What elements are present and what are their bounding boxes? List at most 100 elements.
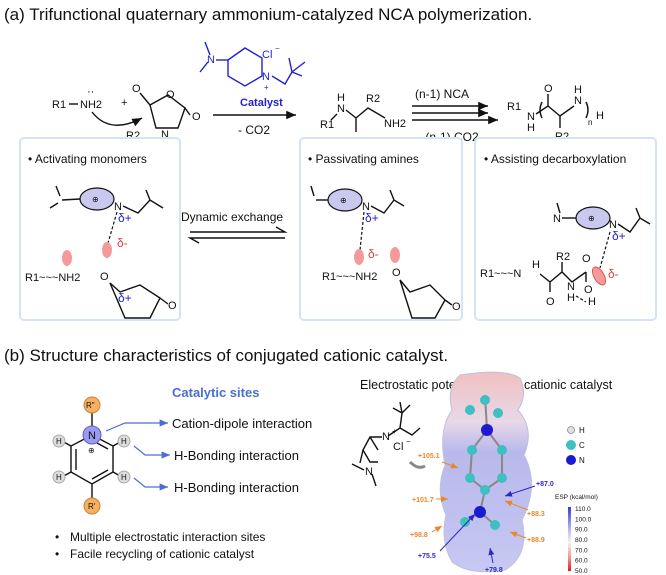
colorbar-tick-label: 60.0 [575,558,588,565]
repeat-n: n [588,118,592,127]
catalyst-skeleton: N + Cl − N [351,401,426,487]
svg-text:N: N [262,71,270,83]
colorbar-tick-label: 100.0 [575,516,592,523]
catalyst-structure: N N + Cl − Catalyst [199,41,306,109]
svg-text:N: N [574,95,582,107]
svg-text:+: + [264,83,269,92]
box-assisting-decarboxylation [474,137,657,321]
esp-value: +105.1 [418,453,440,460]
pyridinium-ring: R" N ⊕ R' H H H H [52,396,131,515]
svg-text:H: H [337,92,345,104]
plus-sign: + [121,97,127,109]
dynamic-exchange-label: Dynamic exchange [181,210,283,224]
svg-text:•: • [55,547,59,561]
assisting-decarboxylation-structure: ⊕ N N δ+ δ- R1~~~N H O R2 N H O O H [480,202,651,308]
box-passivating-amines [299,137,463,321]
svg-text:N: N [609,219,617,231]
svg-text:Cl: Cl [393,441,403,453]
svg-text:H: H [596,110,604,122]
svg-text:−: − [275,44,280,53]
reverse-arrow [187,237,285,244]
bullet: Facile recycling of cationic catalyst [70,547,255,561]
svg-text:+: + [392,427,397,436]
r1-label: R1 [52,99,66,111]
panel-a-title: (a) Trifunctional quaternary ammonium-ca… [4,5,532,24]
site-h-bonding: H-Bonding interaction [174,448,299,463]
svg-text:⊕: ⊕ [588,214,595,223]
svg-text:N: N [337,103,345,115]
n-atom: N [88,430,96,442]
catalytic-sites-title: Catalytic sites [172,385,259,400]
box-title: • Passivating amines [308,152,419,166]
svg-text:N: N [114,201,122,213]
activating-monomers-structure: ⊕ N δ+ δ- R1~~~NH2 O δ+ O [25,185,177,319]
colorbar-tick-label: 80.0 [575,537,588,544]
r1-wavy-nh2: R1~~~NH2 [25,272,80,284]
site-cation-dipole: Cation-dipole interaction [172,416,312,431]
passivating-amines-structure: ⊕ N δ+ δ- R1~~~NH2 O O [310,185,461,319]
svg-text:R1: R1 [507,101,521,113]
svg-text:O: O [584,284,593,296]
svg-text:H: H [532,259,540,271]
n-minus-1-nca: (n-1) NCA [415,87,469,101]
colorbar-tick-label: 110.0 [575,506,591,513]
svg-text:•: • [55,530,59,544]
svg-text:N: N [527,111,535,123]
carbonyl-o: O [192,111,201,123]
esp-value: +98.8 [410,532,428,539]
svg-text:N: N [362,201,370,213]
svg-text:O: O [582,253,591,265]
atom-legend: H C N [566,426,585,465]
panel-b-title: (b) Structure characteristics of conjuga… [4,346,448,365]
svg-text:C: C [579,441,585,450]
esp-colorbar: ESP (kcal/mol) 110.0 100.0 90.0 80.0 70.0 60.… [555,494,598,575]
molecule-model [460,394,507,530]
svg-text:δ+: δ+ [612,229,626,243]
svg-text:ESP (kcal/mol): ESP (kcal/mol) [555,494,598,501]
esp-value: +88.9 [527,537,545,544]
svg-text:O: O [546,296,555,308]
svg-text:N: N [567,281,575,293]
svg-text:R2: R2 [556,251,570,263]
svg-text:H: H [121,437,127,446]
forward-arrow [190,226,288,233]
chloride-label: Cl [262,49,272,61]
colorbar-tick-label: 50.0 [575,568,588,575]
esp-value: +88.3 [527,511,545,518]
svg-text:N: N [579,456,585,465]
ring-n: N [161,129,169,141]
svg-text:H: H [121,473,127,482]
svg-text:··: ·· [87,86,94,98]
carbonyl-o: O [132,83,141,95]
r1-wavy-n: R1~~~N [480,268,521,280]
site-h-bonding: H-Bonding interaction [174,480,299,495]
svg-text:H: H [56,437,62,446]
svg-text:δ+: δ+ [365,211,379,225]
esp-value: +87.0 [536,481,554,488]
svg-text:⊕: ⊕ [88,446,95,455]
colorbar-tick-label: 90.0 [575,527,588,534]
nh2-label: NH2 [80,99,102,111]
svg-text:O: O [168,300,177,312]
svg-text:R1~~~NH2: R1~~~NH2 [322,271,377,283]
r-prime: R' [88,502,96,511]
r-double-prime: R" [86,401,95,410]
svg-text:⊕: ⊕ [92,195,99,204]
svg-text:−: − [406,437,411,446]
svg-text:δ+: δ+ [118,291,132,305]
esp-value: +79.8 [485,567,503,574]
svg-text:δ-: δ- [608,267,619,281]
delta-minus: δ- [117,236,128,250]
colorbar-tick-label: 70.0 [575,547,588,554]
box-title: • Assisting decarboxylation [484,152,626,166]
svg-text:O: O [100,271,109,283]
svg-text:O: O [392,267,401,279]
svg-text:N: N [382,431,390,443]
svg-text:R1: R1 [320,119,334,131]
svg-text:H: H [567,292,575,304]
svg-text:H: H [579,426,585,435]
esp-value: +101.7 [412,497,434,504]
esp-value: +75.5 [418,553,436,560]
svg-text:N: N [207,54,215,66]
svg-text:H: H [588,296,596,308]
